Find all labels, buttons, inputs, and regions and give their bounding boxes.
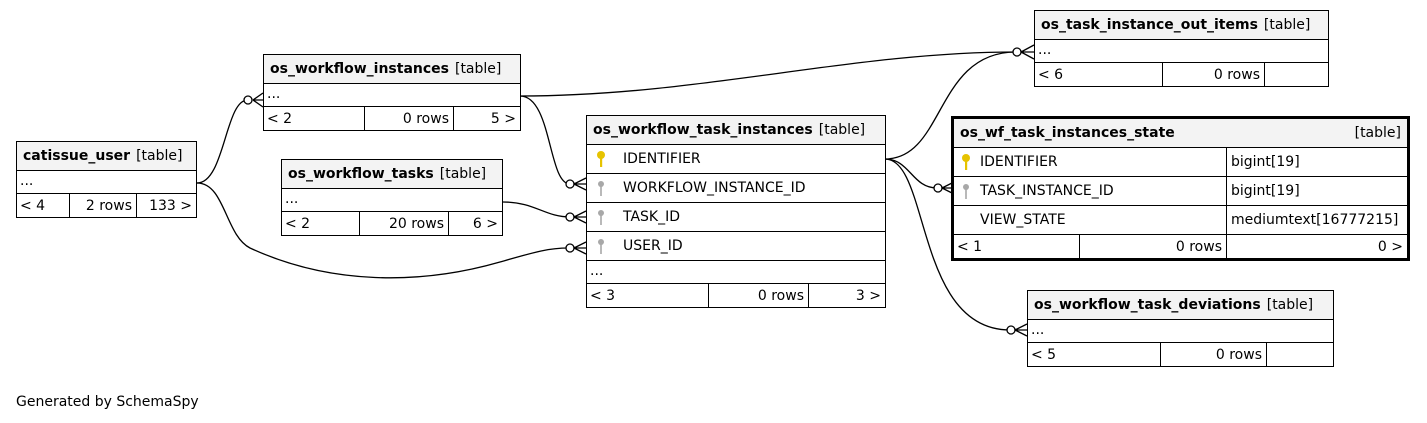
columns-ellipsis: ...	[587, 261, 885, 284]
table-catissue-user[interactable]: catissue_user [table] ... < 4 2 rows 133…	[16, 141, 197, 218]
table-footer: < 2 0 rows 5 >	[264, 107, 520, 130]
parents-count[interactable]: < 4	[20, 197, 46, 214]
children-count[interactable]: 5 >	[453, 107, 520, 130]
foreign-key-icon	[591, 236, 611, 256]
edge-catissue-user-to-user-id	[196, 182, 570, 279]
column-row[interactable]: IDENTIFIER bigint[19]	[954, 148, 1407, 177]
foreign-key-icon	[591, 207, 611, 227]
column-row[interactable]: VIEW_STATE mediumtext[16777215]	[954, 206, 1407, 235]
table-type: [table]	[1266, 297, 1314, 313]
column-row[interactable]: IDENTIFIER	[587, 145, 885, 174]
columns-ellipsis: ...	[1028, 320, 1333, 343]
table-name: os_workflow_instances	[270, 61, 449, 77]
column-name: USER_ID	[623, 238, 683, 254]
table-os-workflow-instances[interactable]: os_workflow_instances [table] ... < 2 0 …	[263, 54, 521, 131]
table-header: os_workflow_instances [table]	[264, 55, 520, 84]
children-count[interactable]: 0 >	[1226, 235, 1407, 258]
edge-task-instances-to-deviations	[884, 158, 1011, 331]
column-name: TASK_ID	[623, 209, 681, 225]
table-name: catissue_user	[23, 148, 131, 164]
table-type: [table]	[439, 166, 487, 182]
table-footer: < 3 0 rows 3 >	[587, 284, 885, 307]
parents-count[interactable]: < 2	[267, 110, 293, 127]
table-type: [table]	[1354, 125, 1401, 141]
table-os-task-instance-out-items[interactable]: os_task_instance_out_items [table] ... <…	[1034, 10, 1329, 87]
table-name: os_workflow_tasks	[288, 166, 434, 182]
table-os-workflow-task-deviations[interactable]: os_workflow_task_deviations [table] ... …	[1027, 290, 1334, 367]
column-row[interactable]: TASK_ID	[587, 203, 885, 232]
table-header: os_wf_task_instances_state [table]	[954, 119, 1407, 148]
column-type: bigint[19]	[1226, 177, 1300, 205]
edge-catissue-user-to-workflow-instances	[196, 99, 249, 184]
column-row[interactable]: USER_ID	[587, 232, 885, 261]
table-footer: < 4 2 rows 133 >	[17, 194, 196, 217]
column-row[interactable]: TASK_INSTANCE_ID bigint[19]	[954, 177, 1407, 206]
row-count: 0 rows	[1160, 343, 1266, 366]
table-type: [table]	[454, 61, 502, 77]
column-row[interactable]: WORKFLOW_INSTANCE_ID	[587, 174, 885, 203]
column-name: IDENTIFIER	[980, 154, 1058, 170]
parents-count[interactable]: < 6	[1038, 66, 1064, 83]
table-os-workflow-tasks[interactable]: os_workflow_tasks [table] ... < 2 20 row…	[281, 159, 503, 236]
table-header: os_task_instance_out_items [table]	[1035, 11, 1328, 40]
row-count: 0 rows	[708, 284, 808, 307]
table-header: catissue_user [table]	[17, 142, 196, 171]
primary-key-icon	[591, 149, 611, 169]
children-count[interactable]	[1266, 343, 1333, 366]
table-header: os_workflow_tasks [table]	[282, 160, 502, 189]
row-count: 0 rows	[364, 107, 453, 130]
table-footer: < 5 0 rows	[1028, 343, 1333, 366]
primary-key-icon	[956, 152, 976, 172]
column-name: IDENTIFIER	[623, 151, 701, 167]
parents-count[interactable]: < 3	[590, 287, 616, 304]
table-name: os_task_instance_out_items	[1041, 17, 1258, 33]
table-name: os_wf_task_instances_state	[960, 125, 1175, 141]
children-count[interactable]: 133 >	[136, 194, 196, 217]
children-count[interactable]: 3 >	[808, 284, 885, 307]
edge-workflow-instances-to-out-items	[519, 51, 1017, 97]
table-name: os_workflow_task_instances	[593, 122, 813, 138]
column-name: WORKFLOW_INSTANCE_ID	[623, 180, 806, 196]
table-header: os_workflow_task_instances [table]	[587, 116, 885, 145]
table-footer: < 2 20 rows 6 >	[282, 212, 502, 235]
table-type: [table]	[818, 122, 866, 138]
table-header: os_workflow_task_deviations [table]	[1028, 291, 1333, 320]
children-count[interactable]: 6 >	[448, 212, 502, 235]
row-count: 2 rows	[69, 194, 136, 217]
columns-ellipsis: ...	[1035, 40, 1328, 63]
table-os-workflow-task-instances[interactable]: os_workflow_task_instances [table] IDENT…	[586, 115, 886, 308]
parents-count[interactable]: < 2	[285, 215, 311, 232]
edge-task-instances-to-state	[884, 158, 938, 189]
table-footer: < 1 0 rows 0 >	[954, 235, 1407, 258]
table-name: os_workflow_task_deviations	[1034, 297, 1261, 313]
column-type: bigint[19]	[1226, 148, 1300, 176]
table-type: [table]	[136, 148, 183, 164]
foreign-key-icon	[591, 178, 611, 198]
columns-ellipsis: ...	[264, 84, 520, 107]
edge-workflow-tasks-to-task-id	[502, 201, 571, 218]
generated-by-credit: Generated by SchemaSpy	[16, 394, 199, 410]
table-os-wf-task-instances-state[interactable]: os_wf_task_instances_state [table] IDENT…	[951, 116, 1410, 261]
columns-ellipsis: ...	[17, 171, 196, 194]
parents-count[interactable]: < 1	[957, 238, 983, 255]
children-count[interactable]	[1264, 63, 1328, 86]
column-name: VIEW_STATE	[980, 212, 1066, 228]
row-count: 20 rows	[359, 212, 448, 235]
columns-ellipsis: ...	[282, 189, 502, 212]
table-footer: < 6 0 rows	[1035, 63, 1328, 86]
parents-count[interactable]: < 5	[1031, 346, 1057, 363]
column-name: TASK_INSTANCE_ID	[980, 183, 1114, 199]
edge-task-instances-to-out-items	[884, 51, 1017, 160]
column-type: mediumtext[16777215]	[1226, 206, 1398, 234]
foreign-key-icon	[956, 181, 976, 201]
row-count: 0 rows	[1162, 63, 1264, 86]
edge-workflow-instances-to-workflow-instance-id	[519, 95, 571, 185]
row-count: 0 rows	[1079, 235, 1226, 258]
table-type: [table]	[1263, 17, 1311, 33]
